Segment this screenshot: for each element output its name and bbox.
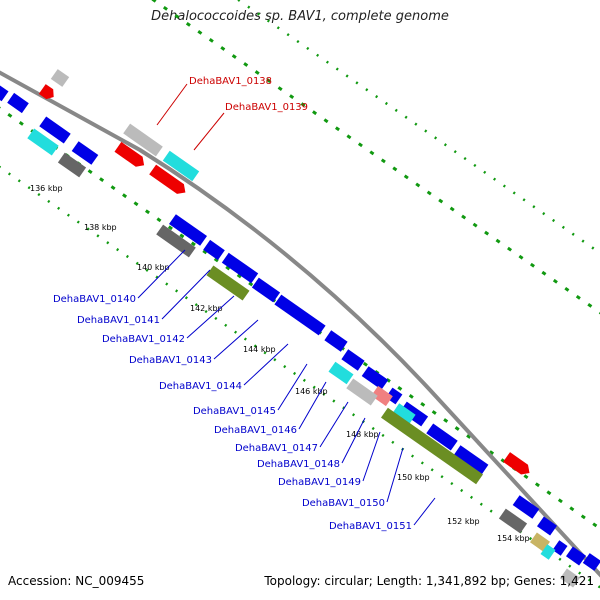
gene-feature <box>39 116 71 144</box>
leader-line <box>186 295 235 339</box>
gene-feature <box>426 423 458 451</box>
gene-feature <box>123 123 163 157</box>
leader-line <box>213 319 259 360</box>
leader-line <box>277 363 308 411</box>
gene-feature <box>328 361 354 385</box>
gene-features <box>0 69 600 588</box>
tick-ring-2 <box>150 0 600 315</box>
gene-label-reverse: DehaBAV1_0148 <box>257 459 340 470</box>
gene-feature <box>503 452 530 475</box>
gene-feature <box>324 330 348 352</box>
gene-feature <box>392 403 416 425</box>
gene-label-reverse: DehaBAV1_0150 <box>302 498 385 509</box>
gene-feature <box>221 252 259 284</box>
gene-label-forward: DehaBAV1_0139 <box>225 102 308 113</box>
gene-feature <box>0 85 9 102</box>
gene-feature <box>552 540 568 556</box>
gene-feature <box>274 294 326 336</box>
gene-feature <box>7 92 29 114</box>
gene-label-reverse: DehaBAV1_0143 <box>129 355 212 366</box>
label-leaders <box>137 83 436 526</box>
gene-labels: DehaBAV1_0138DehaBAV1_0139DehaBAV1_0140D… <box>53 76 412 532</box>
gene-feature <box>57 152 87 178</box>
gene-feature <box>346 378 378 406</box>
gene-feature <box>498 508 528 534</box>
map-title: Dehalococcoides sp. BAV1, complete genom… <box>151 9 449 24</box>
gene-label-reverse: DehaBAV1_0147 <box>235 443 318 454</box>
gene-feature <box>156 224 196 258</box>
kbp-labels: 136 kbp 138 kbp 140 kbp 142 kbp 144 kbp 146 k… <box>30 184 530 543</box>
gene-feature <box>251 277 281 303</box>
leader-line <box>362 431 381 482</box>
gene-feature <box>381 407 483 485</box>
gene-feature <box>361 366 389 390</box>
gene-feature <box>203 239 225 261</box>
leader-line <box>298 381 327 430</box>
leader-line <box>413 497 436 526</box>
backbone <box>0 70 600 578</box>
kbp-label: 142 kbp <box>190 304 223 313</box>
gene-feature <box>38 84 54 100</box>
kbp-label: 136 kbp <box>30 184 63 193</box>
gene-feature <box>582 553 600 571</box>
gene-label-reverse: DehaBAV1_0149 <box>278 477 361 488</box>
leader-line <box>156 83 188 126</box>
kbp-label: 144 kbp <box>243 345 276 354</box>
gene-label-reverse: DehaBAV1_0142 <box>102 334 185 345</box>
gene-label-reverse: DehaBAV1_0140 <box>53 294 136 305</box>
gene-feature <box>537 516 557 536</box>
gene-label-reverse: DehaBAV1_0141 <box>77 315 160 326</box>
leader-line <box>341 417 366 464</box>
leader-line <box>386 447 404 503</box>
leader-line <box>319 401 349 448</box>
kbp-label: 140 kbp <box>137 263 170 272</box>
gene-feature <box>530 532 550 552</box>
gene-feature <box>169 214 207 246</box>
gene-feature <box>341 349 365 371</box>
kbp-label: 146 kbp <box>295 387 328 396</box>
gene-label-forward: DehaBAV1_0138 <box>189 76 272 87</box>
kbp-label: 148 kbp <box>346 430 379 439</box>
gene-feature <box>149 164 186 194</box>
gene-label-reverse: DehaBAV1_0146 <box>214 425 297 436</box>
backbone-line <box>0 70 600 578</box>
gene-label-reverse: DehaBAV1_0145 <box>193 406 276 417</box>
gene-feature <box>453 445 489 475</box>
gene-feature <box>540 544 556 560</box>
leader-line <box>161 269 211 320</box>
gene-feature <box>50 69 70 87</box>
leader-line <box>193 112 225 151</box>
gene-label-reverse: DehaBAV1_0144 <box>159 381 242 392</box>
leader-line <box>243 343 289 386</box>
kbp-label: 154 kbp <box>497 534 530 543</box>
gene-feature <box>27 128 59 156</box>
gene-feature <box>162 150 200 182</box>
gene-feature <box>114 141 145 167</box>
gene-feature <box>566 546 586 566</box>
kbp-label: 152 kbp <box>447 517 480 526</box>
kbp-label: 150 kbp <box>397 473 430 482</box>
kbp-label: 138 kbp <box>84 223 117 232</box>
gene-feature <box>371 385 393 407</box>
gene-feature <box>560 568 580 588</box>
gene-feature <box>71 141 99 165</box>
gene-feature <box>206 265 250 301</box>
leader-line <box>137 249 186 299</box>
genome-summary-text: Topology: circular; Length: 1,341,892 bp… <box>264 574 594 588</box>
accession-text: Accession: NC_009455 <box>8 574 145 588</box>
gene-feature <box>512 495 540 519</box>
gene-label-reverse: DehaBAV1_0151 <box>329 521 412 532</box>
